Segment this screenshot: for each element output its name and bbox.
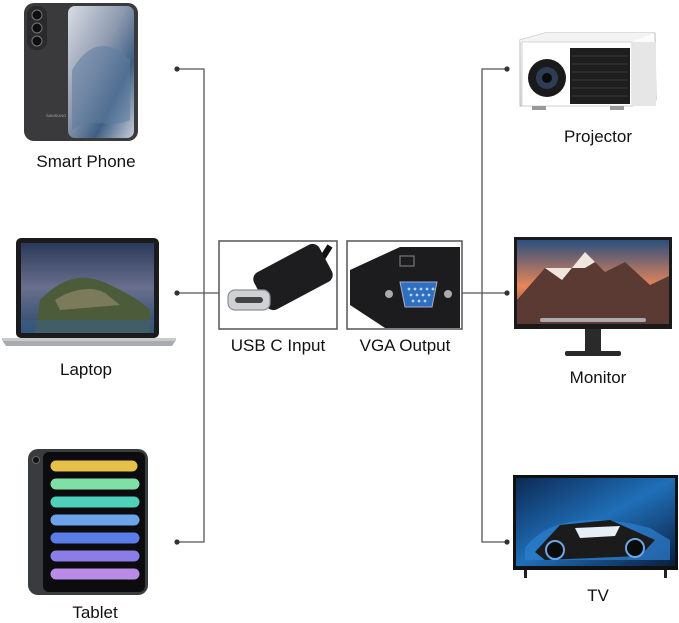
smart-phone-label: Smart Phone — [36, 152, 136, 171]
laptop-label: Laptop — [60, 360, 112, 379]
monitor-label: Monitor — [569, 368, 627, 387]
monitor-image — [514, 237, 672, 356]
usb-c-input-image — [218, 240, 338, 330]
tv-image — [513, 475, 678, 578]
projector-image — [519, 32, 657, 110]
projector-label: Projector — [563, 127, 633, 146]
tablet-image — [28, 449, 148, 595]
vga-output-image — [346, 240, 463, 330]
tv-label: TV — [587, 586, 609, 605]
left-connector — [177, 68, 219, 543]
right-connector — [462, 68, 507, 543]
tablet-label: Tablet — [72, 603, 118, 622]
vga-output-label: VGA Output — [359, 336, 451, 355]
phone-brand-text: SAMSUNG — [46, 113, 66, 118]
smart-phone-image — [24, 3, 138, 141]
left-connector-dots — [174, 66, 180, 545]
right-connector-dots — [504, 66, 510, 545]
laptop-image — [2, 238, 176, 346]
usb-c-input-label: USB C Input — [230, 336, 326, 355]
